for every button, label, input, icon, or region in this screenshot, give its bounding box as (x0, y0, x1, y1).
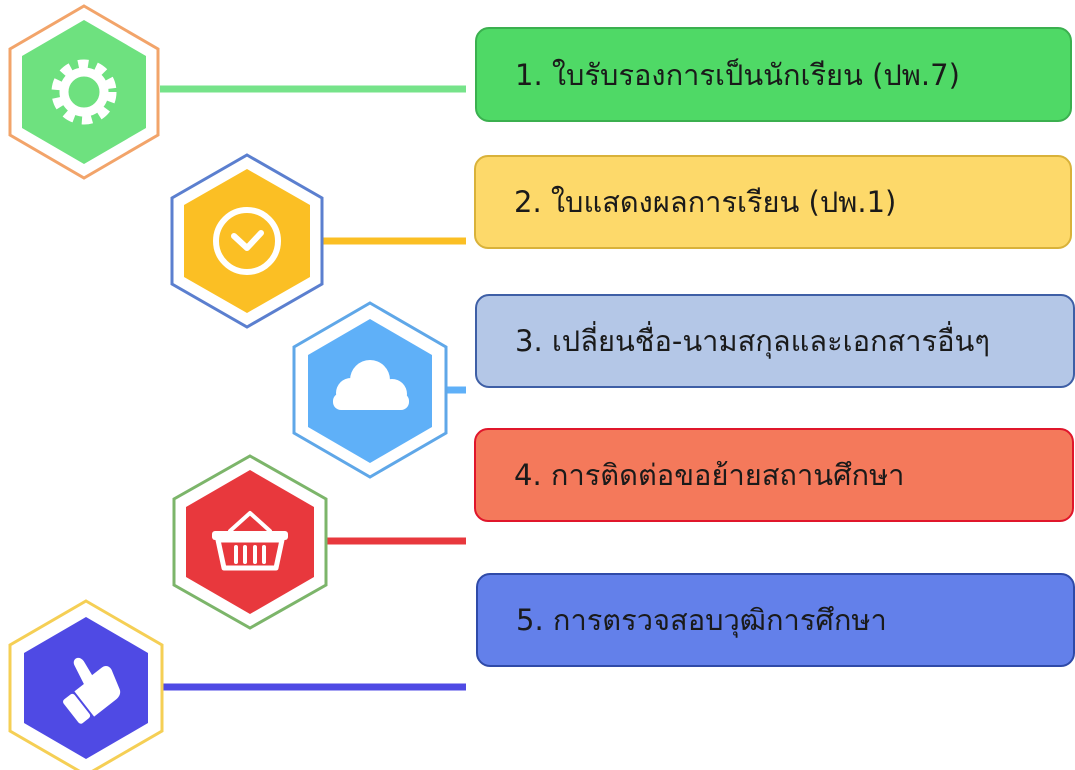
cloud-icon (333, 360, 409, 410)
hex-item-1[interactable] (8, 4, 466, 180)
clock-icon (213, 207, 281, 275)
menu-item-school-transfer[interactable]: 4. การติดต่อขอย้ายสถานศึกษา (474, 428, 1074, 522)
menu-item-label-3: 3. เปลี่ยนชื่อ-นามสกุลและเอกสารอื่นๆ (515, 324, 990, 358)
menu-item-label-2: 2. ใบแสดงผลการเรียน (ปพ.1) (514, 185, 897, 219)
thumbs-up-icon (63, 657, 121, 724)
menu-item-qualification-check[interactable]: 5. การตรวจสอบวุฒิการศึกษา (476, 573, 1075, 667)
basket-icon (212, 511, 288, 571)
menu-item-label-4: 4. การติดต่อขอย้ายสถานศึกษา (514, 458, 905, 492)
hex-item-5[interactable] (8, 599, 466, 770)
menu-item-name-change[interactable]: 3. เปลี่ยนชื่อ-นามสกุลและเอกสารอื่นๆ (475, 294, 1075, 388)
menu-item-certificate[interactable]: 1. ใบรับรองการเป็นนักเรียน (ปพ.7) (475, 27, 1072, 122)
hex-item-2[interactable] (170, 153, 466, 329)
gear-icon (51, 59, 117, 125)
hex-item-4[interactable] (172, 454, 466, 630)
menu-item-label-5: 5. การตรวจสอบวุฒิการศึกษา (516, 603, 887, 637)
hex-fill-1 (22, 20, 146, 164)
menu-item-transcript[interactable]: 2. ใบแสดงผลการเรียน (ปพ.1) (474, 155, 1072, 249)
hex-item-3[interactable] (292, 301, 466, 479)
hex-fill-2 (184, 169, 310, 313)
menu-item-label-1: 1. ใบรับรองการเป็นนักเรียน (ปพ.7) (515, 57, 960, 92)
